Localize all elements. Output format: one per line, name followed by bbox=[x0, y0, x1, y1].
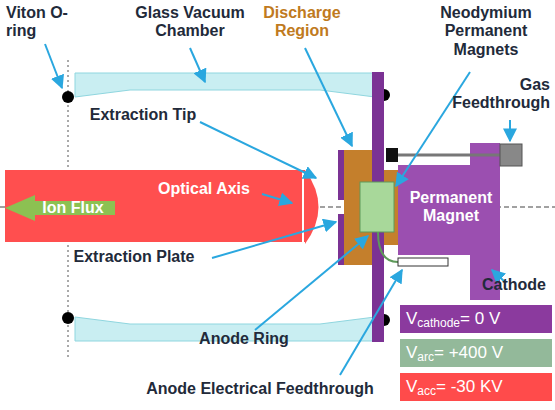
o-ring bbox=[62, 312, 74, 324]
voltage-text: V bbox=[406, 343, 417, 362]
gas-valve bbox=[500, 144, 522, 166]
flux-label: Ion Flux bbox=[30, 199, 116, 217]
voltage-box: Varc= +400 V bbox=[400, 339, 552, 367]
voltage-text: = +400 V bbox=[434, 343, 503, 362]
part-label: Glass Vacuum Chamber bbox=[128, 4, 252, 41]
glass-chamber-top bbox=[75, 73, 375, 97]
voltage-text: = 0 V bbox=[460, 309, 500, 328]
part-label: Cathode bbox=[476, 276, 552, 294]
part-label: Viton O-ring bbox=[6, 4, 86, 41]
voltage-box: Vacc= -30 KV bbox=[400, 373, 552, 401]
voltage-text: = -30 KV bbox=[436, 377, 503, 396]
gas-connector bbox=[386, 148, 398, 162]
voltage-subscript: cathode bbox=[417, 316, 460, 330]
part-label: Neodymium Permanent Magnets bbox=[428, 4, 544, 59]
axis-label: Optical Axis bbox=[146, 180, 262, 198]
voltage-box: Vcathode= 0 V bbox=[400, 305, 552, 333]
part-label: Extraction Tip bbox=[76, 106, 210, 124]
o-ring bbox=[62, 91, 74, 103]
gas-tube bbox=[398, 154, 500, 157]
extraction-plate bbox=[338, 150, 344, 200]
part-label: Gas Feedthrough bbox=[438, 76, 550, 113]
part-label: Permanent Magnet bbox=[405, 189, 497, 226]
ion-beam-band bbox=[5, 170, 305, 242]
voltage-subscript: arc bbox=[417, 350, 434, 364]
part-label: Anode Electrical Feedthrough bbox=[110, 380, 410, 398]
part-label: Anode Ring bbox=[186, 330, 302, 348]
part-label: Extraction Plate bbox=[54, 248, 214, 266]
anode-ring bbox=[360, 182, 394, 232]
anode-wire bbox=[378, 232, 398, 262]
ion-flux-arrow bbox=[5, 195, 115, 221]
extraction-tip bbox=[305, 170, 319, 244]
voltage-text: V bbox=[406, 309, 417, 328]
anode-feedthrough bbox=[398, 258, 448, 266]
voltage-subscript: acc bbox=[417, 384, 436, 398]
leader-lines bbox=[45, 44, 510, 375]
region-label: Discharge Region bbox=[252, 4, 352, 41]
voltage-text: V bbox=[406, 377, 417, 396]
